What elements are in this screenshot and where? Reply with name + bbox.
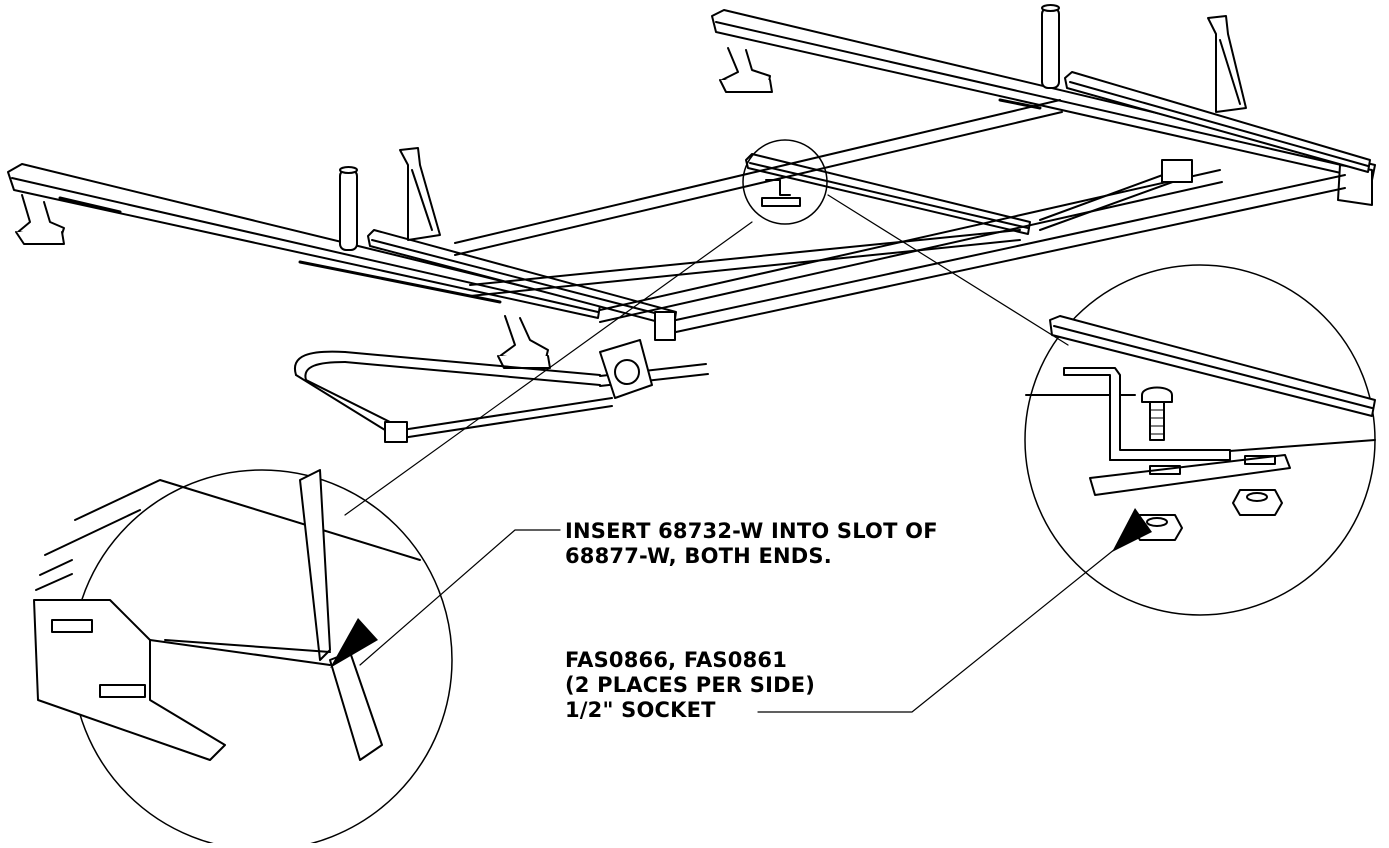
fastener-callout-line-1: FAS0866, FAS0861 [565,648,788,672]
fastener-callout-line-2: (2 PLACES PER SIDE) [565,673,816,697]
slot-detail-view [33,469,453,848]
insert-callout: INSERT 68732-W INTO SLOT OF 68877-W, BOT… [565,519,938,569]
insert-callout-line-2: 68877-W, BOTH ENDS. [565,544,832,568]
fastener-callout-line-3: 1/2" SOCKET [565,698,716,722]
leader-lines [344,194,1121,713]
fastener-detail-view [1024,264,1376,616]
ladder-rack-assembly [7,4,1376,443]
fastener-callout: FAS0866, FAS0861 (2 PLACES PER SIDE) 1/2… [565,648,815,723]
insert-callout-line-1: INSERT 68732-W INTO SLOT OF [565,519,938,543]
